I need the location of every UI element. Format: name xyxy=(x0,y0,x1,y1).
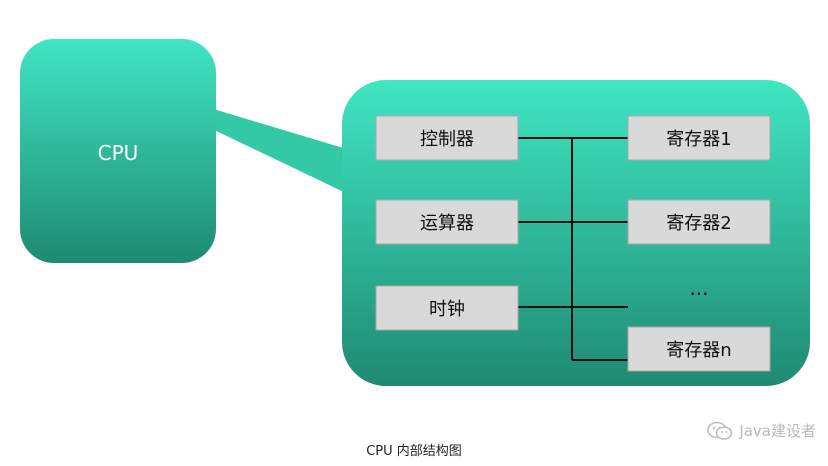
register-label: 寄存器n xyxy=(666,340,731,361)
register-label: 寄存器2 xyxy=(666,213,731,234)
bus-lines xyxy=(518,137,628,361)
cpu-label: CPU xyxy=(98,141,139,165)
watermark-text: Java建设者 xyxy=(739,422,816,440)
register-2: 寄存器2 xyxy=(627,199,771,245)
left-unit-alu: 运算器 xyxy=(375,199,519,245)
register-ellipsis: ... xyxy=(689,276,708,300)
watermark: Java建设者 xyxy=(707,420,816,441)
unit-label: 控制器 xyxy=(420,129,474,150)
diagram-caption: CPU 内部结构图 xyxy=(366,444,462,459)
register-label: 寄存器1 xyxy=(666,129,731,150)
unit-label: 运算器 xyxy=(420,213,474,234)
register-1: 寄存器1 xyxy=(627,115,771,161)
callout-pointer xyxy=(210,108,350,195)
wechat-icon xyxy=(707,421,733,441)
left-unit-clock: 时钟 xyxy=(375,285,519,331)
unit-label: 时钟 xyxy=(429,299,465,320)
left-unit-controller: 控制器 xyxy=(375,115,519,161)
cpu-box xyxy=(20,39,216,263)
register-n: 寄存器n xyxy=(627,326,771,372)
